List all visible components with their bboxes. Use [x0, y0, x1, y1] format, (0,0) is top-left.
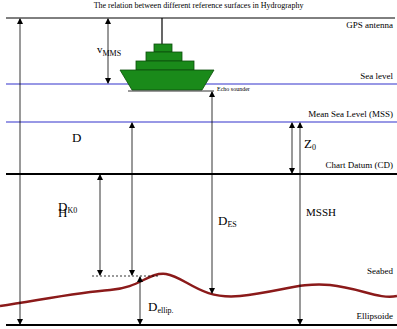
diagram-title: The relation between different reference…	[0, 2, 397, 10]
dimension-dellip	[140, 277, 141, 324]
dimension-label: D	[58, 200, 67, 213]
dimension-dk0	[100, 175, 101, 275]
dimension-label: MSSH	[306, 207, 336, 218]
dimension-subscript: 0	[312, 144, 316, 152]
dimension-z0	[292, 123, 293, 173]
dimension-label: D	[148, 300, 157, 313]
dimension-mssh	[300, 123, 301, 324]
dimension-subscript: ellip.	[157, 307, 173, 315]
surface-label: GPS antenna	[346, 21, 393, 30]
dimension-subscript: K0	[67, 207, 77, 215]
surface-label: Mean Sea Level (MSS)	[308, 110, 393, 119]
chart-datum-line	[6, 173, 397, 175]
dimension-label: v	[97, 44, 103, 55]
surface-label: Chart Datum (CD)	[326, 161, 394, 170]
surface-label: Ellipsoide	[357, 312, 394, 321]
mss-line	[6, 121, 397, 122]
dimension-label: D	[218, 214, 227, 227]
seabed-curve	[0, 274, 397, 306]
dimension-subscript: ES	[227, 221, 236, 229]
dimension-des	[212, 92, 213, 293]
antenna-line	[6, 18, 395, 19]
dimension-label: D	[72, 131, 81, 144]
ship	[120, 44, 214, 90]
dimension-h	[20, 19, 21, 324]
seabed-level-dashed	[92, 276, 160, 277]
dimension-subscript: MMS	[103, 50, 122, 58]
surface-label: Sea level	[360, 72, 393, 81]
echo-sounder-line	[128, 91, 214, 92]
antenna-mast	[161, 18, 162, 44]
surface-label: Seabed	[367, 267, 393, 276]
surface-label: Echo sounder	[217, 86, 250, 92]
dimension-dmms	[132, 123, 133, 275]
dimension-label: Z	[304, 137, 312, 150]
ellipsoid-line	[6, 324, 397, 326]
